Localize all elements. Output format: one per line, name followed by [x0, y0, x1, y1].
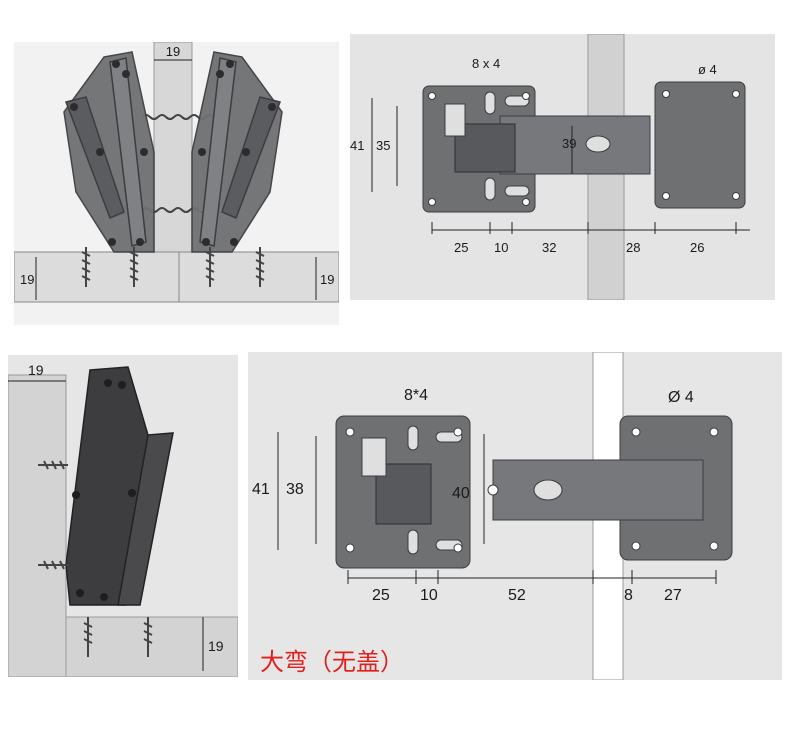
- tr-width-5: 26: [690, 240, 704, 255]
- br-width-1: 25: [372, 587, 390, 604]
- br-height-outer: 41: [252, 481, 270, 498]
- tr-hole-label: ø 4: [698, 62, 717, 77]
- br-width-2: 10: [420, 587, 438, 604]
- bottom-left-panel: 19 19: [8, 355, 238, 677]
- br-width-4: 8: [624, 587, 633, 604]
- bl-dim-bottom: 19: [208, 638, 224, 654]
- br-width-5: 27: [664, 587, 682, 604]
- tr-slot-label: 8 x 4: [472, 56, 500, 71]
- top-right-panel: 8 x 4 ø 4 41 35 39 25 10 32 28 26: [350, 34, 775, 300]
- br-width-3: 52: [508, 587, 526, 604]
- br-hole-label: Ø 4: [668, 389, 694, 406]
- tr-width-4: 28: [626, 240, 640, 255]
- br-height-inner: 38: [286, 481, 304, 498]
- br-height-cut: 40: [452, 485, 470, 502]
- top-left-hinge-drawing: 19 19 19: [14, 42, 339, 303]
- bottom-right-panel: 8*4 Ø 4 41 38 40 25 10 52 8 27 大弯（无盖）: [248, 352, 782, 680]
- top-left-panel: 19 19 19: [14, 42, 339, 325]
- tl-dim-left: 19: [20, 272, 34, 287]
- bottom-right-hinge-plan: 8*4 Ø 4 41 38 40 25 10 52 8 27 大弯（无盖）: [252, 352, 733, 680]
- tr-width-2: 10: [494, 240, 508, 255]
- bl-dim-top: 19: [28, 362, 44, 378]
- top-right-hinge-plan: 8 x 4 ø 4 41 35 39 25 10 32 28 26: [350, 34, 750, 300]
- br-caption: 大弯（无盖）: [260, 648, 404, 676]
- br-slot-label: 8*4: [404, 387, 428, 404]
- bottom-left-hinge-drawing: 19 19: [8, 362, 238, 677]
- tr-height-cut: 39: [562, 136, 576, 151]
- tr-height-inner: 35: [376, 138, 390, 153]
- tr-width-3: 32: [542, 240, 556, 255]
- tl-dim-right: 19: [320, 272, 334, 287]
- tr-width-1: 25: [454, 240, 468, 255]
- tr-height-outer: 41: [350, 138, 364, 153]
- tl-dim-top: 19: [166, 44, 180, 59]
